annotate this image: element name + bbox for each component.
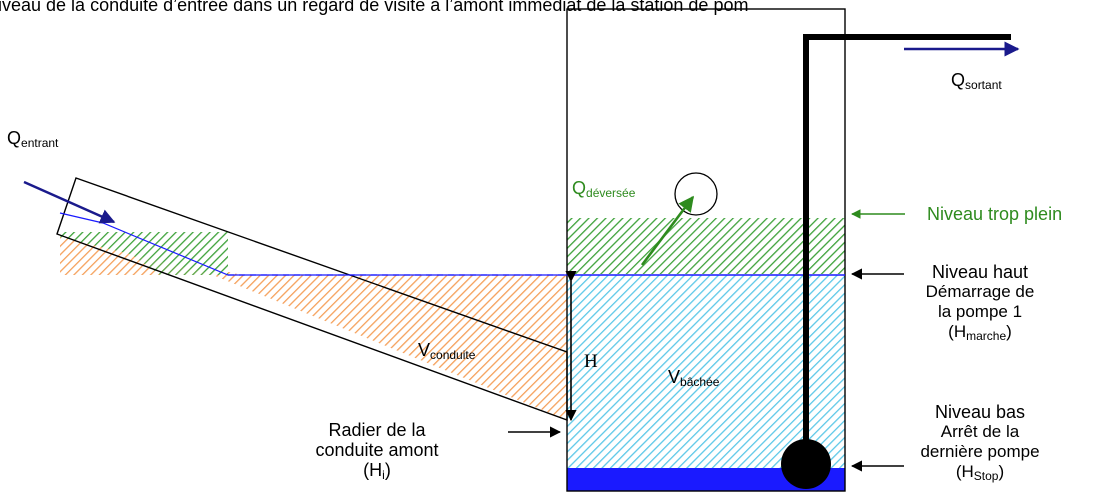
low-level-line1: Arrêt de la [940, 422, 1020, 441]
low-level-code: (HStop) [880, 462, 1080, 482]
storage-volume [567, 275, 845, 468]
overflow-arrow [640, 195, 695, 266]
wet-well [566, 8, 846, 492]
high-level-code-sub: marche [966, 329, 1007, 343]
outflow-subscript: sortant [965, 78, 1002, 92]
height-label: H [584, 351, 598, 372]
low-level-code-close: ) [998, 462, 1005, 481]
high-level-line1: Démarrage de [925, 282, 1035, 301]
well-volume-subscript: bâchée [680, 375, 720, 389]
outflow-label: Qsortant [951, 70, 1002, 92]
high-level-code-close: ) [1006, 322, 1012, 341]
pipe-volume-hatch [60, 232, 567, 420]
low-level-block: Niveau bas Arrêt de la dernière pompe (H… [880, 402, 1080, 482]
dead-volume [567, 468, 845, 491]
low-level-code-sub: Stop [973, 469, 999, 483]
pipe-volume-label: Vconduite [418, 340, 476, 362]
pipe-upper-hatch [100, 232, 228, 275]
inflow-arrow [23, 180, 116, 224]
low-level-title: Niveau bas [934, 402, 1026, 422]
invert-code-sub: i [382, 468, 385, 482]
pipe-volume-symbol: V [418, 340, 431, 360]
invert-code: (Hi) [302, 460, 452, 482]
low-level-line2: dernière pompe [920, 442, 1040, 461]
overflow-flow-subscript: déversée [586, 186, 636, 200]
inflow-subscript: entrant [21, 136, 59, 150]
invert-code-close: ) [384, 460, 391, 480]
diagram-caption: iveau de la conduite d’entrée dans un re… [0, 0, 749, 15]
overflow-level-label: Niveau trop plein [927, 204, 1063, 224]
pipe-orange-lower [213, 275, 567, 420]
pump-icon [781, 439, 831, 489]
well-volume-symbol: V [668, 367, 681, 387]
well-volume-label: Vbâchée [668, 367, 720, 389]
invert-block: Radier de la conduite amont (Hi) [302, 420, 452, 482]
pump-discharge-pipe [803, 34, 1011, 460]
invert-code-open: (H [363, 460, 383, 480]
high-level-code-open: (H [948, 322, 967, 341]
inflow-symbol: Q [7, 128, 22, 148]
high-level-block: Niveau haut Démarrage de la pompe 1 (Hma… [880, 262, 1080, 342]
inflow-label: Qentrant [7, 128, 59, 150]
overflow-weir-icon [674, 172, 718, 216]
overflow-zone [567, 218, 845, 274]
overflow-flow-symbol: Q [572, 178, 587, 198]
overflow-flow-label: Qdéversée [572, 178, 636, 200]
high-level-code: (Hmarche) [880, 322, 1080, 342]
pipe-volume-subscript: conduite [430, 348, 476, 362]
high-level-title: Niveau haut [931, 262, 1029, 282]
high-level-line2: la pompe 1 [937, 302, 1023, 321]
low-level-code-open: (H [955, 462, 974, 481]
invert-line2: conduite amont [315, 440, 439, 460]
invert-line1: Radier de la [328, 420, 426, 440]
outflow-symbol: Q [951, 70, 966, 90]
